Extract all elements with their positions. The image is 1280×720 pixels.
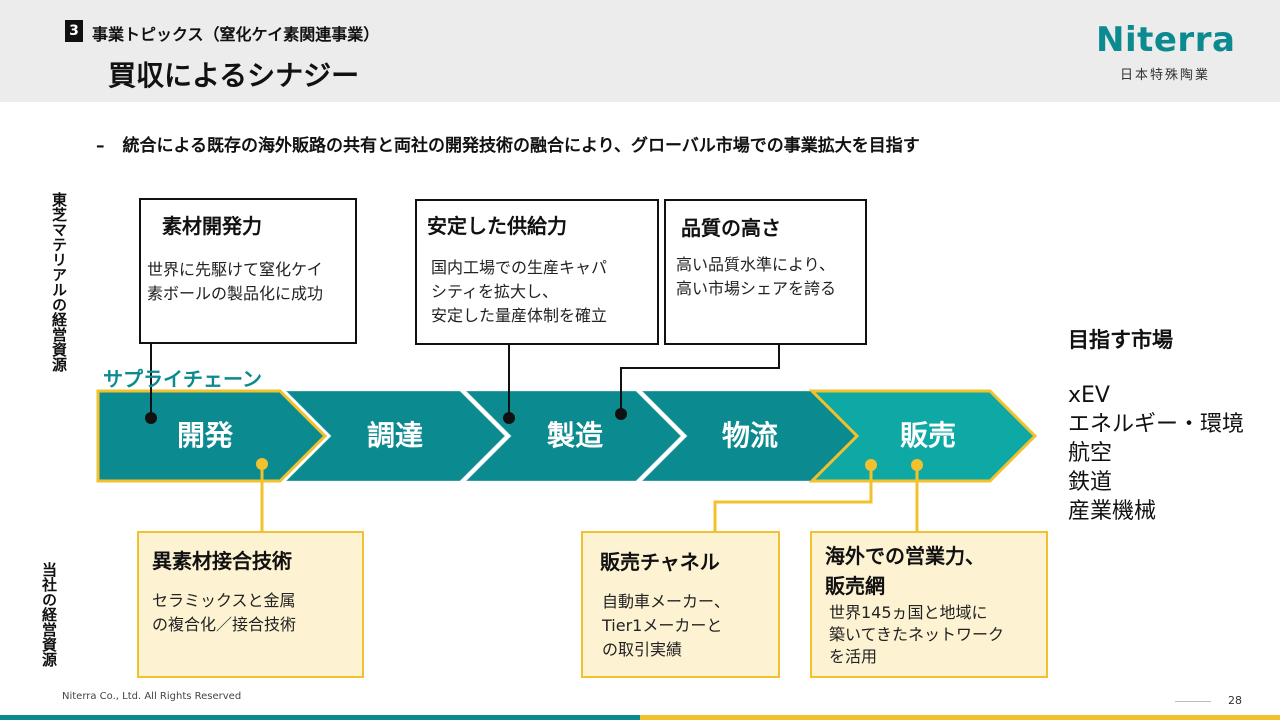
connector-quality: [620, 343, 780, 414]
footer-divider: [1175, 701, 1211, 702]
target-market-list: xEV エネルギー・環境 航空 鉄道 産業機械: [1068, 381, 1244, 526]
dot-joining: [256, 458, 268, 470]
section-label: 事業トピックス（窒化ケイ素関連事業）: [92, 25, 380, 44]
niterra-logo: Niterra 日本特殊陶業: [1096, 20, 1246, 83]
chevron-procurement: [284, 390, 506, 482]
step-procurement: 調達: [366, 419, 423, 452]
lead-sentence: –統合による既存の海外販路の共有と両社の開発技術の融合により、グローバル市場での…: [96, 131, 920, 156]
resource-box-joining-technology: 異素材接合技術 セラミックスと金属 の複合化／接合技術: [137, 531, 364, 678]
connector-channel: [713, 465, 873, 533]
dot-overseas: [911, 459, 923, 471]
box-description: セラミックスと金属 の複合化／接合技術: [152, 591, 297, 634]
dot-channel: [865, 459, 877, 471]
target-market-title: 目指す市場: [1068, 328, 1173, 352]
step-development: 開発: [176, 419, 233, 452]
dot-material-dev: [145, 412, 157, 424]
box-title: 素材開発力: [162, 214, 262, 238]
bullet-dash: –: [96, 136, 105, 156]
resource-box-quality: 品質の高さ 高い品質水準により、 高い市場シェアを誇る: [664, 199, 867, 345]
list-item: xEV: [1068, 383, 1110, 408]
page-number: 28: [1228, 694, 1242, 707]
box-title: 異素材接合技術: [152, 549, 292, 573]
logo-subtitle: 日本特殊陶業: [1120, 68, 1211, 83]
page-title: 買収によるシナジー: [108, 59, 360, 92]
resource-box-stable-supply: 安定した供給力 国内工場での生産キャパ シティを拡大し、 安定した量産体制を確立: [415, 199, 659, 345]
supply-chain-label: サプライチェーン: [103, 367, 262, 391]
chevron-sales: [808, 389, 1038, 483]
footer-bar-yellow: [640, 715, 1280, 720]
box-title: 販売チャネル: [600, 550, 720, 574]
box-description: 世界に先駆けて窒化ケイ 素ボールの製品化に成功: [147, 260, 324, 303]
list-item: 航空: [1068, 441, 1113, 466]
list-item: 産業機械: [1068, 499, 1157, 524]
side-label-toshiba: 東芝マテリアルの経営資源: [50, 192, 68, 372]
footer-bar-teal: [0, 715, 640, 720]
resource-box-overseas-sales: 海外での営業力、 販売網 世界145ヵ国と地域に 築いてきたネットワーク を活用: [810, 531, 1048, 678]
box-description: 高い品質水準により、 高い市場シェアを誇る: [676, 255, 837, 298]
box-title: 品質の高さ: [681, 216, 781, 240]
box-title: 海外での営業力、 販売網: [825, 544, 985, 598]
lead-text: 統合による既存の海外販路の共有と両社の開発技術の融合により、グローバル市場での事…: [122, 136, 920, 156]
footer-copyright: Niterra Co., Ltd. All Rights Reserved: [62, 691, 242, 702]
dot-supply: [503, 412, 515, 424]
box-title: 安定した供給力: [427, 214, 567, 238]
list-item: 鉄道: [1068, 470, 1113, 495]
step-manufacturing: 製造: [546, 419, 603, 452]
dot-quality: [615, 408, 627, 420]
section-number-badge: 3: [65, 20, 83, 42]
box-description: 世界145ヵ国と地域に 築いてきたネットワーク を活用: [829, 603, 1005, 666]
step-sales: 販売: [899, 419, 956, 452]
box-description: 国内工場での生産キャパ シティを拡大し、 安定した量産体制を確立: [431, 258, 608, 325]
resource-box-sales-channel: 販売チャネル 自動車メーカー、 Tier1メーカーと の取引実績: [581, 531, 780, 678]
list-item: エネルギー・環境: [1068, 412, 1245, 437]
logo-wordmark: Niterra: [1096, 20, 1236, 60]
side-label-our-company: 当社の経営資源: [40, 562, 58, 667]
header-band: 3 事業トピックス（窒化ケイ素関連事業） 買収によるシナジー Niterra 日…: [0, 0, 1280, 102]
chevron-manufacturing: [464, 390, 682, 482]
step-logistics: 物流: [721, 419, 778, 452]
box-description: 自動車メーカー、 Tier1メーカーと の取引実績: [602, 592, 730, 659]
resource-box-material-development: 素材開発力 世界に先駆けて窒化ケイ 素ボールの製品化に成功: [139, 198, 357, 344]
